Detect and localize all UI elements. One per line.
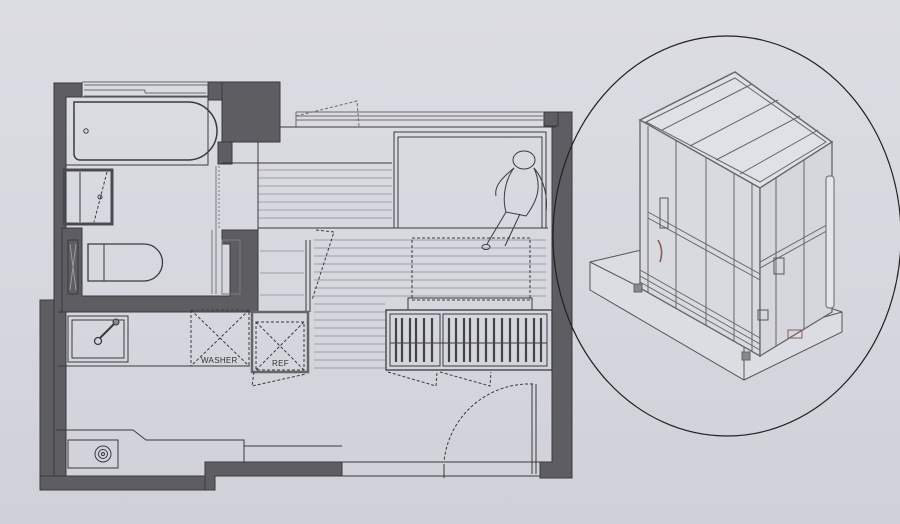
bathtub — [65, 96, 218, 166]
sofa — [407, 237, 533, 311]
ref-label: REF — [272, 359, 289, 368]
walls — [39, 81, 573, 491]
floor-plan: WASHER REF — [39, 81, 573, 491]
entry-door — [342, 383, 540, 478]
pod-frame — [633, 71, 835, 361]
washer-label: WASHER — [201, 356, 238, 365]
kitchen-sink — [67, 315, 129, 363]
stove-counter — [56, 429, 342, 469]
refrigerator: REF — [250, 310, 310, 387]
shower-niche — [79, 171, 108, 223]
window-top-left — [82, 81, 208, 97]
person-figure-icon — [481, 150, 547, 250]
radiator — [385, 309, 553, 387]
detail-circle — [552, 35, 900, 437]
window-top-right — [295, 100, 544, 128]
washer: WASHER — [190, 309, 250, 367]
isometric-detail — [552, 35, 900, 437]
bathroom-door — [211, 166, 241, 295]
toilet — [67, 239, 164, 295]
bed — [393, 131, 547, 229]
interior-lines — [222, 126, 556, 312]
